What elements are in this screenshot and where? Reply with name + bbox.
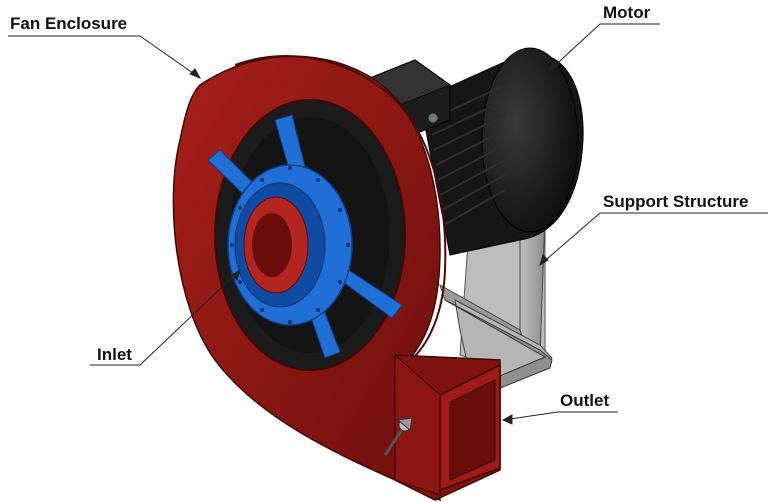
terminal-bolt-icon	[427, 112, 439, 124]
leader-fan-enclosure	[8, 35, 202, 79]
leader-motor	[549, 23, 660, 72]
leader-support-structure	[539, 212, 768, 267]
motor	[363, 47, 584, 256]
wing-bolt-icon	[383, 417, 413, 456]
leader-inlet	[90, 268, 241, 366]
label-motor: Motor	[603, 3, 651, 22]
outlet	[383, 353, 501, 501]
inlet	[207, 114, 403, 359]
label-support-structure: Support Structure	[603, 192, 749, 211]
label-fan-enclosure: Fan Enclosure	[10, 14, 128, 33]
label-outlet: Outlet	[560, 391, 610, 410]
leader-lines	[8, 23, 768, 425]
label-inlet: Inlet	[97, 345, 132, 364]
leader-outlet	[501, 411, 618, 425]
